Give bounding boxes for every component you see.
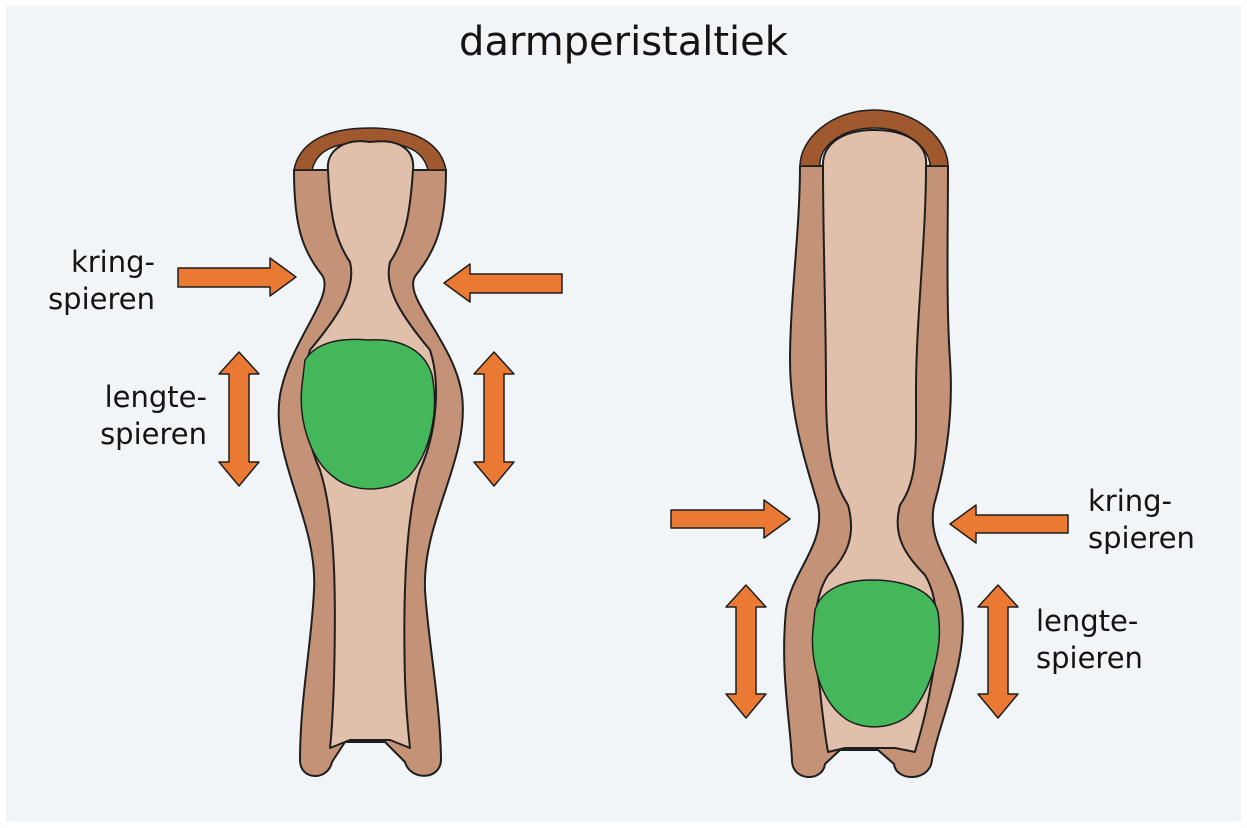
right-longitudinal-arrow-inner (726, 585, 766, 718)
right-longitudinal-arrow-outer (978, 585, 1018, 718)
left-longitudinal-arrow-inner (474, 352, 514, 486)
left-circular-arrow-right-pointing (178, 258, 296, 296)
left-intestine (279, 128, 463, 776)
left-longitudinal-arrow-outer (219, 352, 259, 486)
left-circular-arrow-left-pointing (444, 264, 562, 302)
right-intestine (784, 110, 963, 777)
right-circular-arrow-left-pointing (950, 505, 1068, 543)
right-circular-arrow-right-pointing (671, 500, 790, 538)
